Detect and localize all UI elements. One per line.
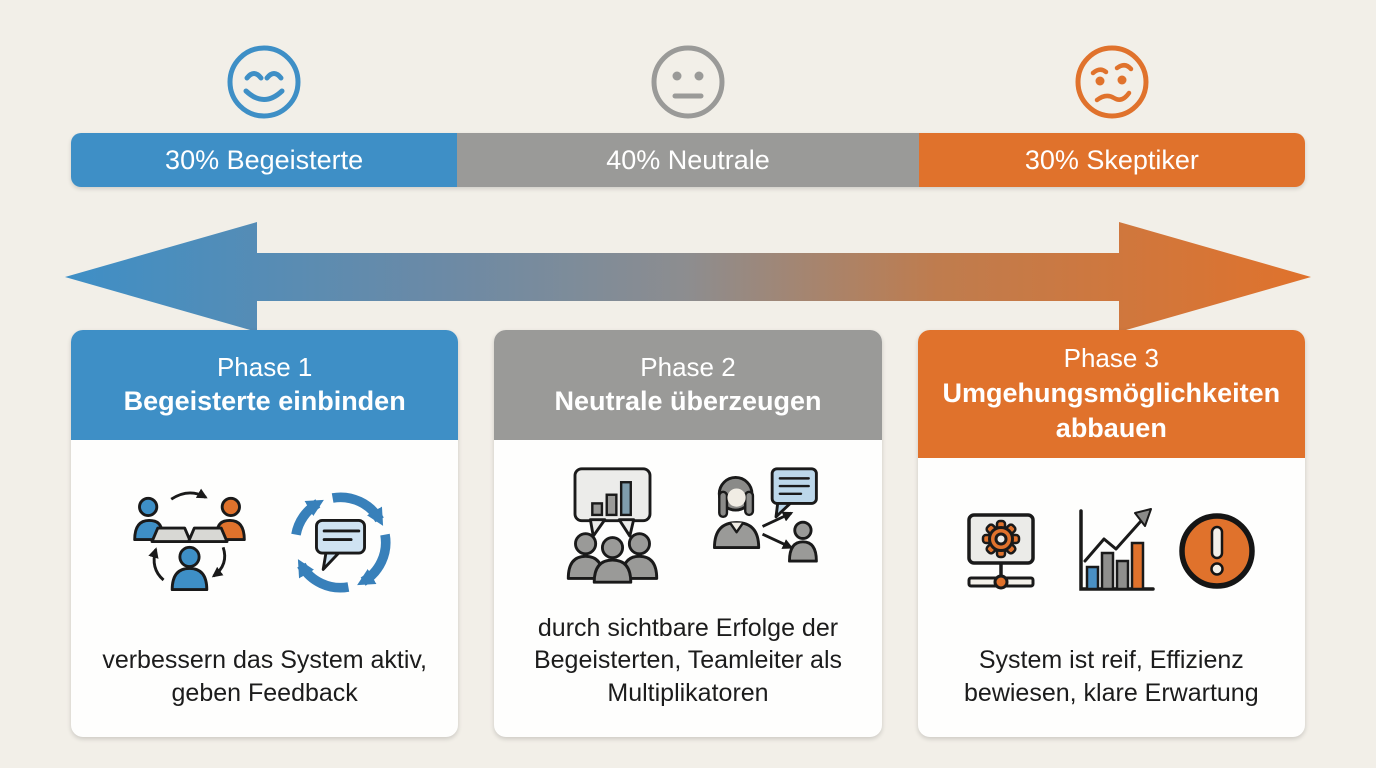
segment-neutrale-label: 40% Neutrale <box>606 144 770 175</box>
phase-2-card: Phase 2 Neutrale überzeugen <box>494 330 882 737</box>
happy-face-icon <box>227 45 301 119</box>
phase-cards: Phase 1 Begeisterte einbinden <box>71 330 1305 737</box>
face-cell-neutrale <box>457 42 919 122</box>
phase-2-body: durch sichtbare Erfolge der Begeisterten… <box>494 440 881 737</box>
segment-skeptiker-label: 30% Skeptiker <box>1024 144 1199 175</box>
team-collaboration-icon <box>132 488 246 591</box>
faces-row <box>71 0 1305 122</box>
skeptical-face-icon <box>1075 45 1149 119</box>
phase-1-title: Phase 1 <box>216 351 313 382</box>
neutral-face-icon <box>651 45 725 119</box>
segment-begeisterte-label: 30% Begeisterte <box>165 144 364 175</box>
face-cell-begeisterte <box>71 42 457 122</box>
audience-bar: 30% Begeisterte 40% Neutrale 30% Skeptik… <box>71 133 1305 187</box>
phase-1-icons <box>71 440 458 644</box>
warning-icon <box>1179 513 1256 589</box>
growth-chart-icon <box>1079 507 1156 591</box>
phase-1-body: verbessern das System aktiv, geben Feedb… <box>71 440 458 737</box>
phase-3-title: Phase 3 <box>1063 343 1160 373</box>
face-cell-skeptiker <box>919 42 1305 122</box>
phase-3-description: System ist reif, Effizienz bewiesen, kla… <box>964 646 1259 707</box>
phase-3-icons <box>918 458 1305 644</box>
phase-2-icons <box>494 440 881 612</box>
phase-1-description: verbessern das System aktiv, geben Feedb… <box>102 646 427 707</box>
audience-presentation-icon <box>566 467 659 584</box>
phase-3-subtitle: Umgehungsmöglichkeiten abbauen <box>942 377 1281 443</box>
teamleader-multiplier-icon <box>713 467 818 563</box>
phase-3-body: System ist reif, Effizienz bewiesen, kla… <box>918 458 1305 737</box>
phase-1-subtitle: Begeisterte einbinden <box>123 386 406 417</box>
phase-2-subtitle: Neutrale überzeugen <box>554 386 822 417</box>
phase-1-card: Phase 1 Begeisterte einbinden <box>71 330 459 737</box>
segment-neutrale: 40% Neutrale <box>457 133 919 187</box>
phase-1-header: Phase 1 Begeisterte einbinden <box>71 330 459 440</box>
feedback-cycle-icon <box>290 492 391 592</box>
phase-2-description: durch sichtbare Erfolge der Begeisterten… <box>533 613 843 707</box>
phase-3-header: Phase 3 Umgehungsmöglichkeiten abbauen <box>917 330 1305 458</box>
spectrum-arrow-container <box>65 222 1311 332</box>
segment-skeptiker: 30% Skeptiker <box>918 133 1305 187</box>
phase-2-header: Phase 2 Neutrale überzeugen <box>494 330 882 440</box>
segment-begeisterte: 30% Begeisterte <box>71 133 458 187</box>
phase-2-title: Phase 2 <box>640 351 736 382</box>
phase-3-card: Phase 3 Umgehungsmöglichkeiten abbauen <box>917 330 1305 737</box>
double-headed-gradient-arrow <box>65 222 1311 332</box>
system-gear-monitor-icon <box>967 513 1036 590</box>
